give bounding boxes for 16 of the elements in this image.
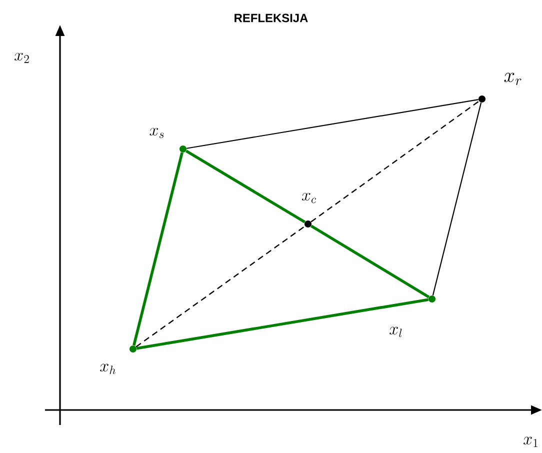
point-label: $x_{c}$: [302, 192, 316, 204]
axis-label: $x_{2}$: [14, 52, 29, 63]
line: [132, 152, 184, 346]
point-label: $x_{r}$: [504, 72, 522, 86]
point-label: $x_{h}$: [100, 364, 116, 374]
dashed-line: [136, 226, 306, 348]
title: REFLEKSIJA: [234, 14, 308, 22]
point-label: $x_{l}$: [390, 326, 402, 338]
line: [310, 224, 430, 298]
line: [432, 102, 482, 296]
line: [136, 298, 429, 350]
line: [186, 99, 478, 149]
dashed-line: [310, 100, 480, 222]
point-label: $x_{s}$: [150, 128, 164, 138]
axis-label: $x_{1}$: [524, 436, 538, 447]
line: [185, 150, 306, 224]
